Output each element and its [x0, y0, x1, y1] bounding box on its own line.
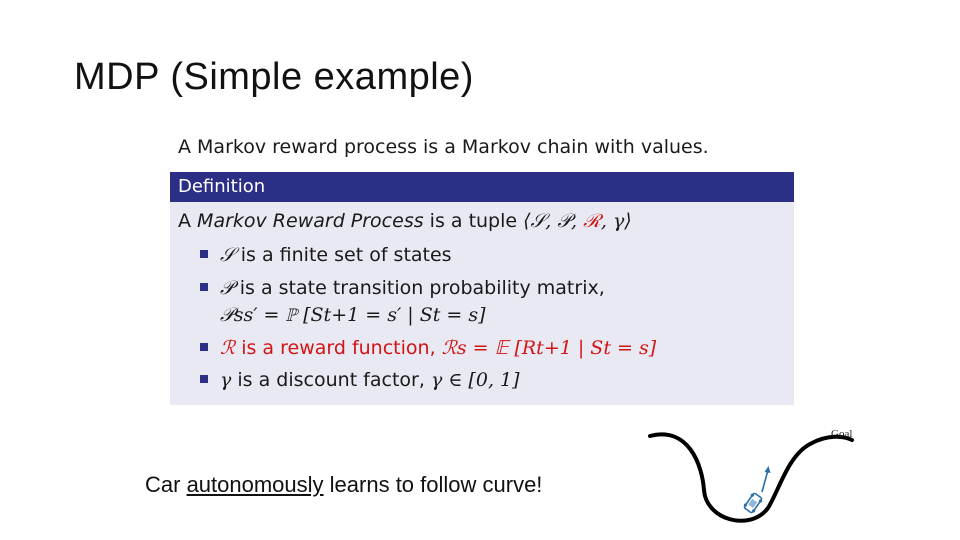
- curve-road-icon: [648, 432, 854, 523]
- bullet-reward: ℛ is a reward function, ℛs = 𝔼 [Rt+1 | S…: [200, 337, 656, 359]
- bullet-text: is a reward function,: [235, 337, 442, 359]
- bullet-square-icon: [200, 342, 208, 351]
- tuple-term: Markov Reward Process: [197, 210, 424, 232]
- bullet-symbol: γ: [220, 369, 232, 391]
- caption-after: learns to follow curve!: [323, 472, 543, 497]
- bullet-formula: ℛs = 𝔼 [Rt+1 | St = s]: [441, 337, 657, 359]
- tuple-close: , γ⟩: [600, 210, 632, 232]
- tuple-open: ⟨𝒮, 𝒫,: [523, 210, 584, 232]
- tuple-r: ℛ: [583, 210, 601, 232]
- bullet-states: 𝒮 is a finite set of states: [200, 244, 452, 266]
- caption-underlined: autonomously: [186, 472, 324, 497]
- arrow-head-icon: [764, 466, 771, 473]
- bullet-symbol: ℛ: [220, 337, 236, 359]
- bullet-square-icon: [200, 282, 208, 291]
- bullet-text: is a state transition probability matrix…: [233, 277, 605, 299]
- transition-formula: 𝒫ss′ = ℙ [St+1 = s′ | St = s]: [220, 304, 486, 326]
- bullet-symbol: 𝒫: [220, 277, 234, 299]
- bullet-symbol: 𝒮: [220, 244, 235, 266]
- goal-label: Goal: [831, 428, 853, 440]
- bullet-square-icon: [200, 374, 208, 383]
- bullet-discount: γ is a discount factor, γ ∈ [0, 1]: [200, 369, 520, 391]
- direction-arrow-icon: [761, 469, 769, 493]
- slide-title: MDP (Simple example): [74, 56, 474, 98]
- bullet-text: is a discount factor,: [231, 369, 431, 391]
- tuple-prefix: A: [178, 210, 198, 232]
- caption-before: Car: [145, 472, 187, 497]
- bullet-text: is a finite set of states: [234, 244, 452, 266]
- car-icon: [743, 492, 763, 514]
- bullet-formula: γ ∈ [0, 1]: [430, 369, 520, 391]
- tuple-line: A Markov Reward Process is a tuple ⟨𝒮, 𝒫…: [178, 210, 632, 232]
- definition-header: Definition: [170, 172, 794, 202]
- definition-box: Definition A Markov Reward Process is a …: [170, 172, 794, 405]
- tuple-mid: is a tuple: [423, 210, 524, 232]
- bullet-square-icon: [200, 249, 208, 258]
- intro-text: A Markov reward process is a Markov chai…: [178, 136, 709, 158]
- caption: Car autonomously learns to follow curve!: [145, 472, 542, 498]
- bullet-transition: 𝒫 is a state transition probability matr…: [200, 277, 605, 299]
